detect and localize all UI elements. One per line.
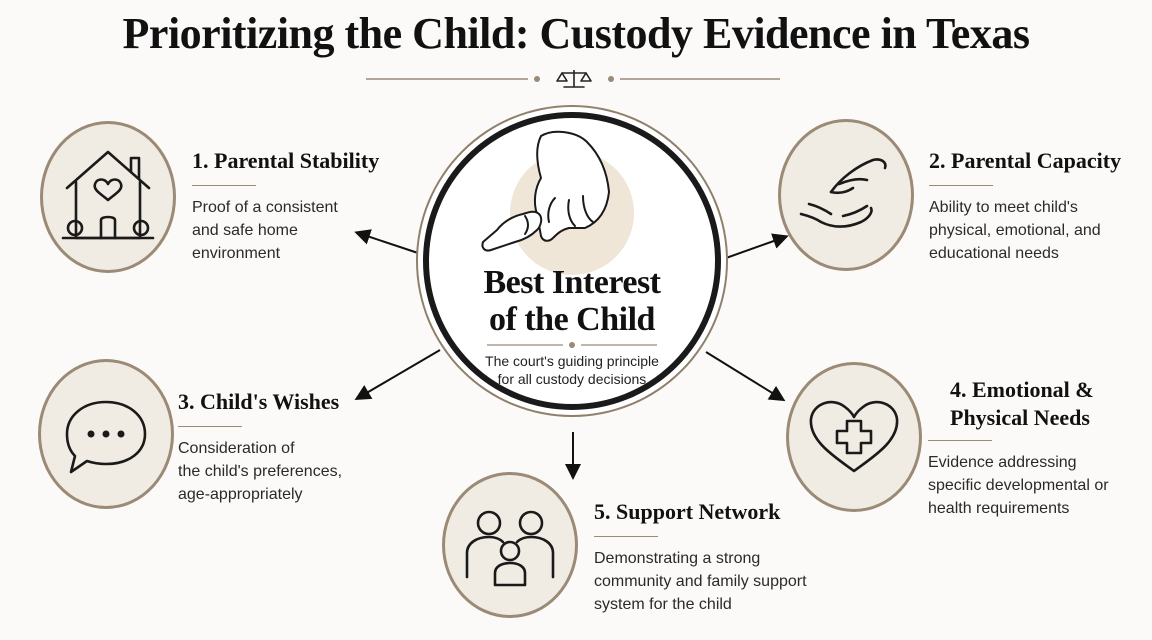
factor-description-line: Ability to meet child's bbox=[929, 199, 1078, 216]
factor-description-line: the child's preferences, bbox=[178, 463, 343, 480]
arrow-to-emotional-needs bbox=[705, 351, 786, 402]
center-subtitle: The court's guiding principle for all cu… bbox=[429, 352, 715, 388]
factor-description-line: Demonstrating a strong bbox=[594, 550, 761, 567]
arrow-to-parental-capacity bbox=[725, 233, 789, 259]
factor-rule bbox=[192, 185, 256, 186]
factor-title: 1. Parental Stability bbox=[192, 148, 380, 173]
title-divider bbox=[366, 70, 780, 88]
factor-description-line: system for the child bbox=[594, 596, 732, 613]
support-network-icon-circle bbox=[442, 472, 578, 618]
factor-description-line: Consideration of bbox=[178, 440, 295, 457]
page-title: Prioritizing the Child: Custody Evidence… bbox=[122, 9, 1030, 58]
factor-childs-wishes: 3. Child's Wishes Consideration of the c… bbox=[178, 388, 342, 506]
factor-title-line: Physical Needs bbox=[950, 405, 1090, 430]
factor-description-line: health requirements bbox=[928, 500, 1070, 517]
factor-title: 3. Child's Wishes bbox=[178, 389, 340, 414]
arrow-to-parental-stability bbox=[354, 229, 419, 254]
parental-stability-icon-circle bbox=[40, 121, 176, 273]
factor-title: 2. Parental Capacity bbox=[929, 148, 1122, 173]
factor-description-line: physical, emotional, and bbox=[929, 222, 1101, 239]
factor-title: 4. Emotional & Physical Needs bbox=[928, 376, 1109, 432]
home-heart-icon bbox=[61, 150, 155, 240]
factor-emotional-physical-needs: 4. Emotional & Physical Needs Evidence a… bbox=[928, 376, 1109, 520]
scales-of-justice-icon bbox=[556, 70, 592, 88]
factor-description-line: community and family support bbox=[594, 573, 807, 590]
center-best-interest-circle: Best Interest of the Child The court's g… bbox=[423, 112, 721, 410]
family-group-icon bbox=[465, 510, 555, 587]
factor-title: 5. Support Network bbox=[594, 499, 781, 524]
arrow-to-childs-wishes bbox=[354, 349, 441, 401]
factor-description-line: educational needs bbox=[929, 245, 1059, 262]
center-subtitle-line: The court's guiding principle bbox=[485, 353, 659, 369]
factor-description-line: environment bbox=[192, 245, 281, 262]
factor-description: Demonstrating a strong community and fam… bbox=[594, 547, 807, 616]
factor-support-network: 5. Support Network Demonstrating a stron… bbox=[594, 498, 807, 616]
factor-description: Consideration of the child's preferences… bbox=[178, 437, 342, 506]
factor-description-line: age-appropriately bbox=[178, 486, 303, 503]
factor-description: Evidence addressing specific development… bbox=[928, 451, 1109, 520]
center-subtitle-line: for all custody decisions bbox=[497, 371, 647, 387]
heart-medical-cross-icon bbox=[809, 400, 899, 473]
factor-rule bbox=[929, 185, 993, 186]
center-divider bbox=[487, 342, 657, 348]
center-title-line: Best Interest bbox=[483, 264, 662, 301]
factor-description: Proof of a consistent and safe home envi… bbox=[192, 196, 379, 265]
adult-child-hands-icon bbox=[481, 130, 634, 275]
factor-description-line: Evidence addressing bbox=[928, 454, 1077, 471]
childs-wishes-icon-circle bbox=[38, 359, 174, 509]
factor-description-line: specific developmental or bbox=[928, 477, 1109, 494]
factor-parental-stability: 1. Parental Stability Proof of a consist… bbox=[192, 147, 379, 265]
factor-title-line: 4. Emotional & bbox=[950, 377, 1094, 402]
factor-parental-capacity: 2. Parental Capacity Ability to meet chi… bbox=[929, 147, 1121, 265]
center-title-line: of the Child bbox=[489, 301, 655, 338]
factor-rule bbox=[178, 426, 242, 427]
parental-capacity-icon-circle bbox=[778, 119, 914, 271]
factor-description-line: Proof of a consistent bbox=[192, 199, 338, 216]
factor-rule bbox=[594, 536, 658, 537]
helping-hands-icon bbox=[799, 158, 887, 228]
emotional-physical-needs-icon-circle bbox=[786, 362, 922, 512]
factor-description: Ability to meet child's physical, emotio… bbox=[929, 196, 1121, 265]
speech-bubble-icon bbox=[65, 400, 147, 474]
factor-rule bbox=[928, 440, 992, 441]
center-title: Best Interest of the Child bbox=[429, 264, 715, 338]
factor-description-line: and safe home bbox=[192, 222, 298, 239]
